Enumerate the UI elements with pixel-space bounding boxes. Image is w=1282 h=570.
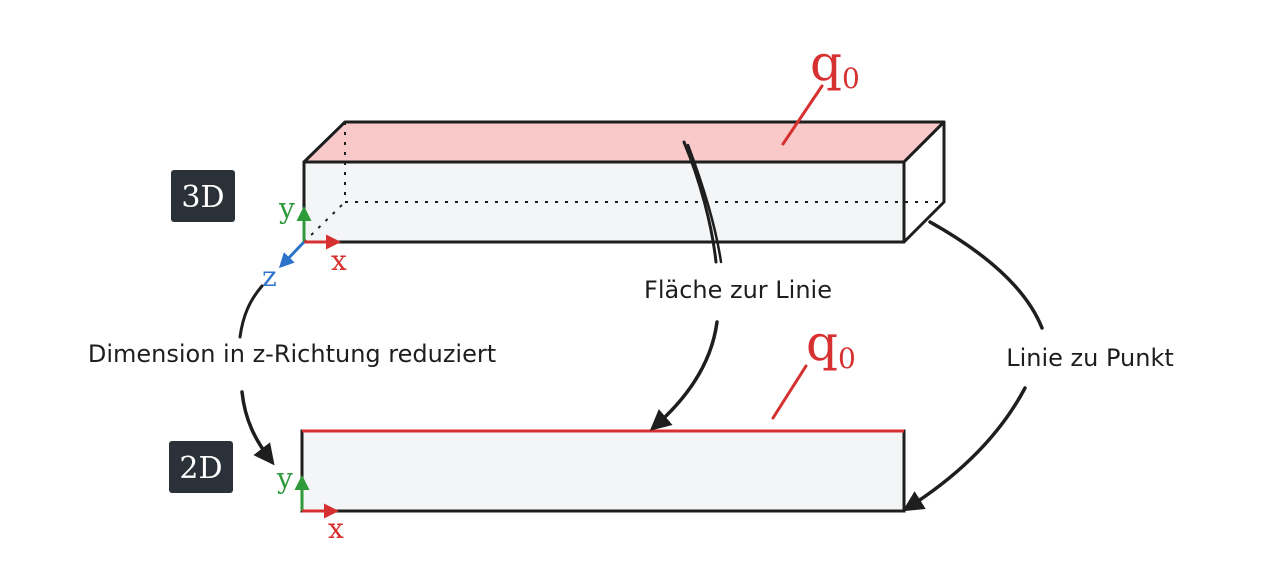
beam-3d-side-face	[902, 120, 946, 244]
surface-marker-stroke-1	[682, 140, 718, 264]
line-to-point-arrow	[902, 386, 1027, 512]
line-to-point-arc-top	[928, 220, 1044, 330]
annotation-dimension-reduced: Dimension in z-Richtung reduziert	[88, 340, 496, 368]
badge-2d-label: 2D	[179, 451, 222, 486]
beam-3d-top-face	[302, 120, 946, 164]
surface-to-line-arrow	[649, 320, 719, 431]
badge-3d-label: 3D	[181, 180, 224, 215]
axis-2d-x-label: x	[328, 512, 344, 545]
axes-3d: y x z	[262, 192, 347, 293]
load-3d-pointer-line	[781, 84, 824, 146]
beam-2d	[300, 429, 906, 513]
load-3d-label: q	[810, 34, 842, 92]
axis-3d-x-label: x	[331, 244, 347, 277]
axis-2d-y-label: y	[276, 462, 293, 495]
axis-3d-z-label: z	[262, 260, 277, 293]
surface-marker-stroke-2	[686, 143, 723, 264]
beam-2d-face	[300, 429, 906, 513]
load-2d-subscript: 0	[838, 342, 856, 375]
badge-2d-bg	[169, 441, 233, 493]
beam-3d-front-face	[302, 160, 906, 244]
axis-3d-z-arrow	[278, 240, 306, 269]
axis-3d-y-label: y	[278, 192, 295, 225]
dimension-reduced-arrow	[240, 390, 275, 466]
badge-3d-bg	[171, 170, 235, 222]
load-3d-subscript: 0	[842, 62, 860, 95]
load-2d-label: q	[806, 314, 838, 372]
annotation-line-to-point: Linie zu Punkt	[1006, 344, 1174, 372]
load-2d-pointer-line	[771, 364, 808, 420]
annotation-surface-to-line: Fläche zur Linie	[644, 276, 832, 304]
dimension-reduced-arc-top	[238, 284, 264, 339]
beam-3d	[302, 120, 946, 244]
axes-2d: y x	[276, 462, 344, 545]
